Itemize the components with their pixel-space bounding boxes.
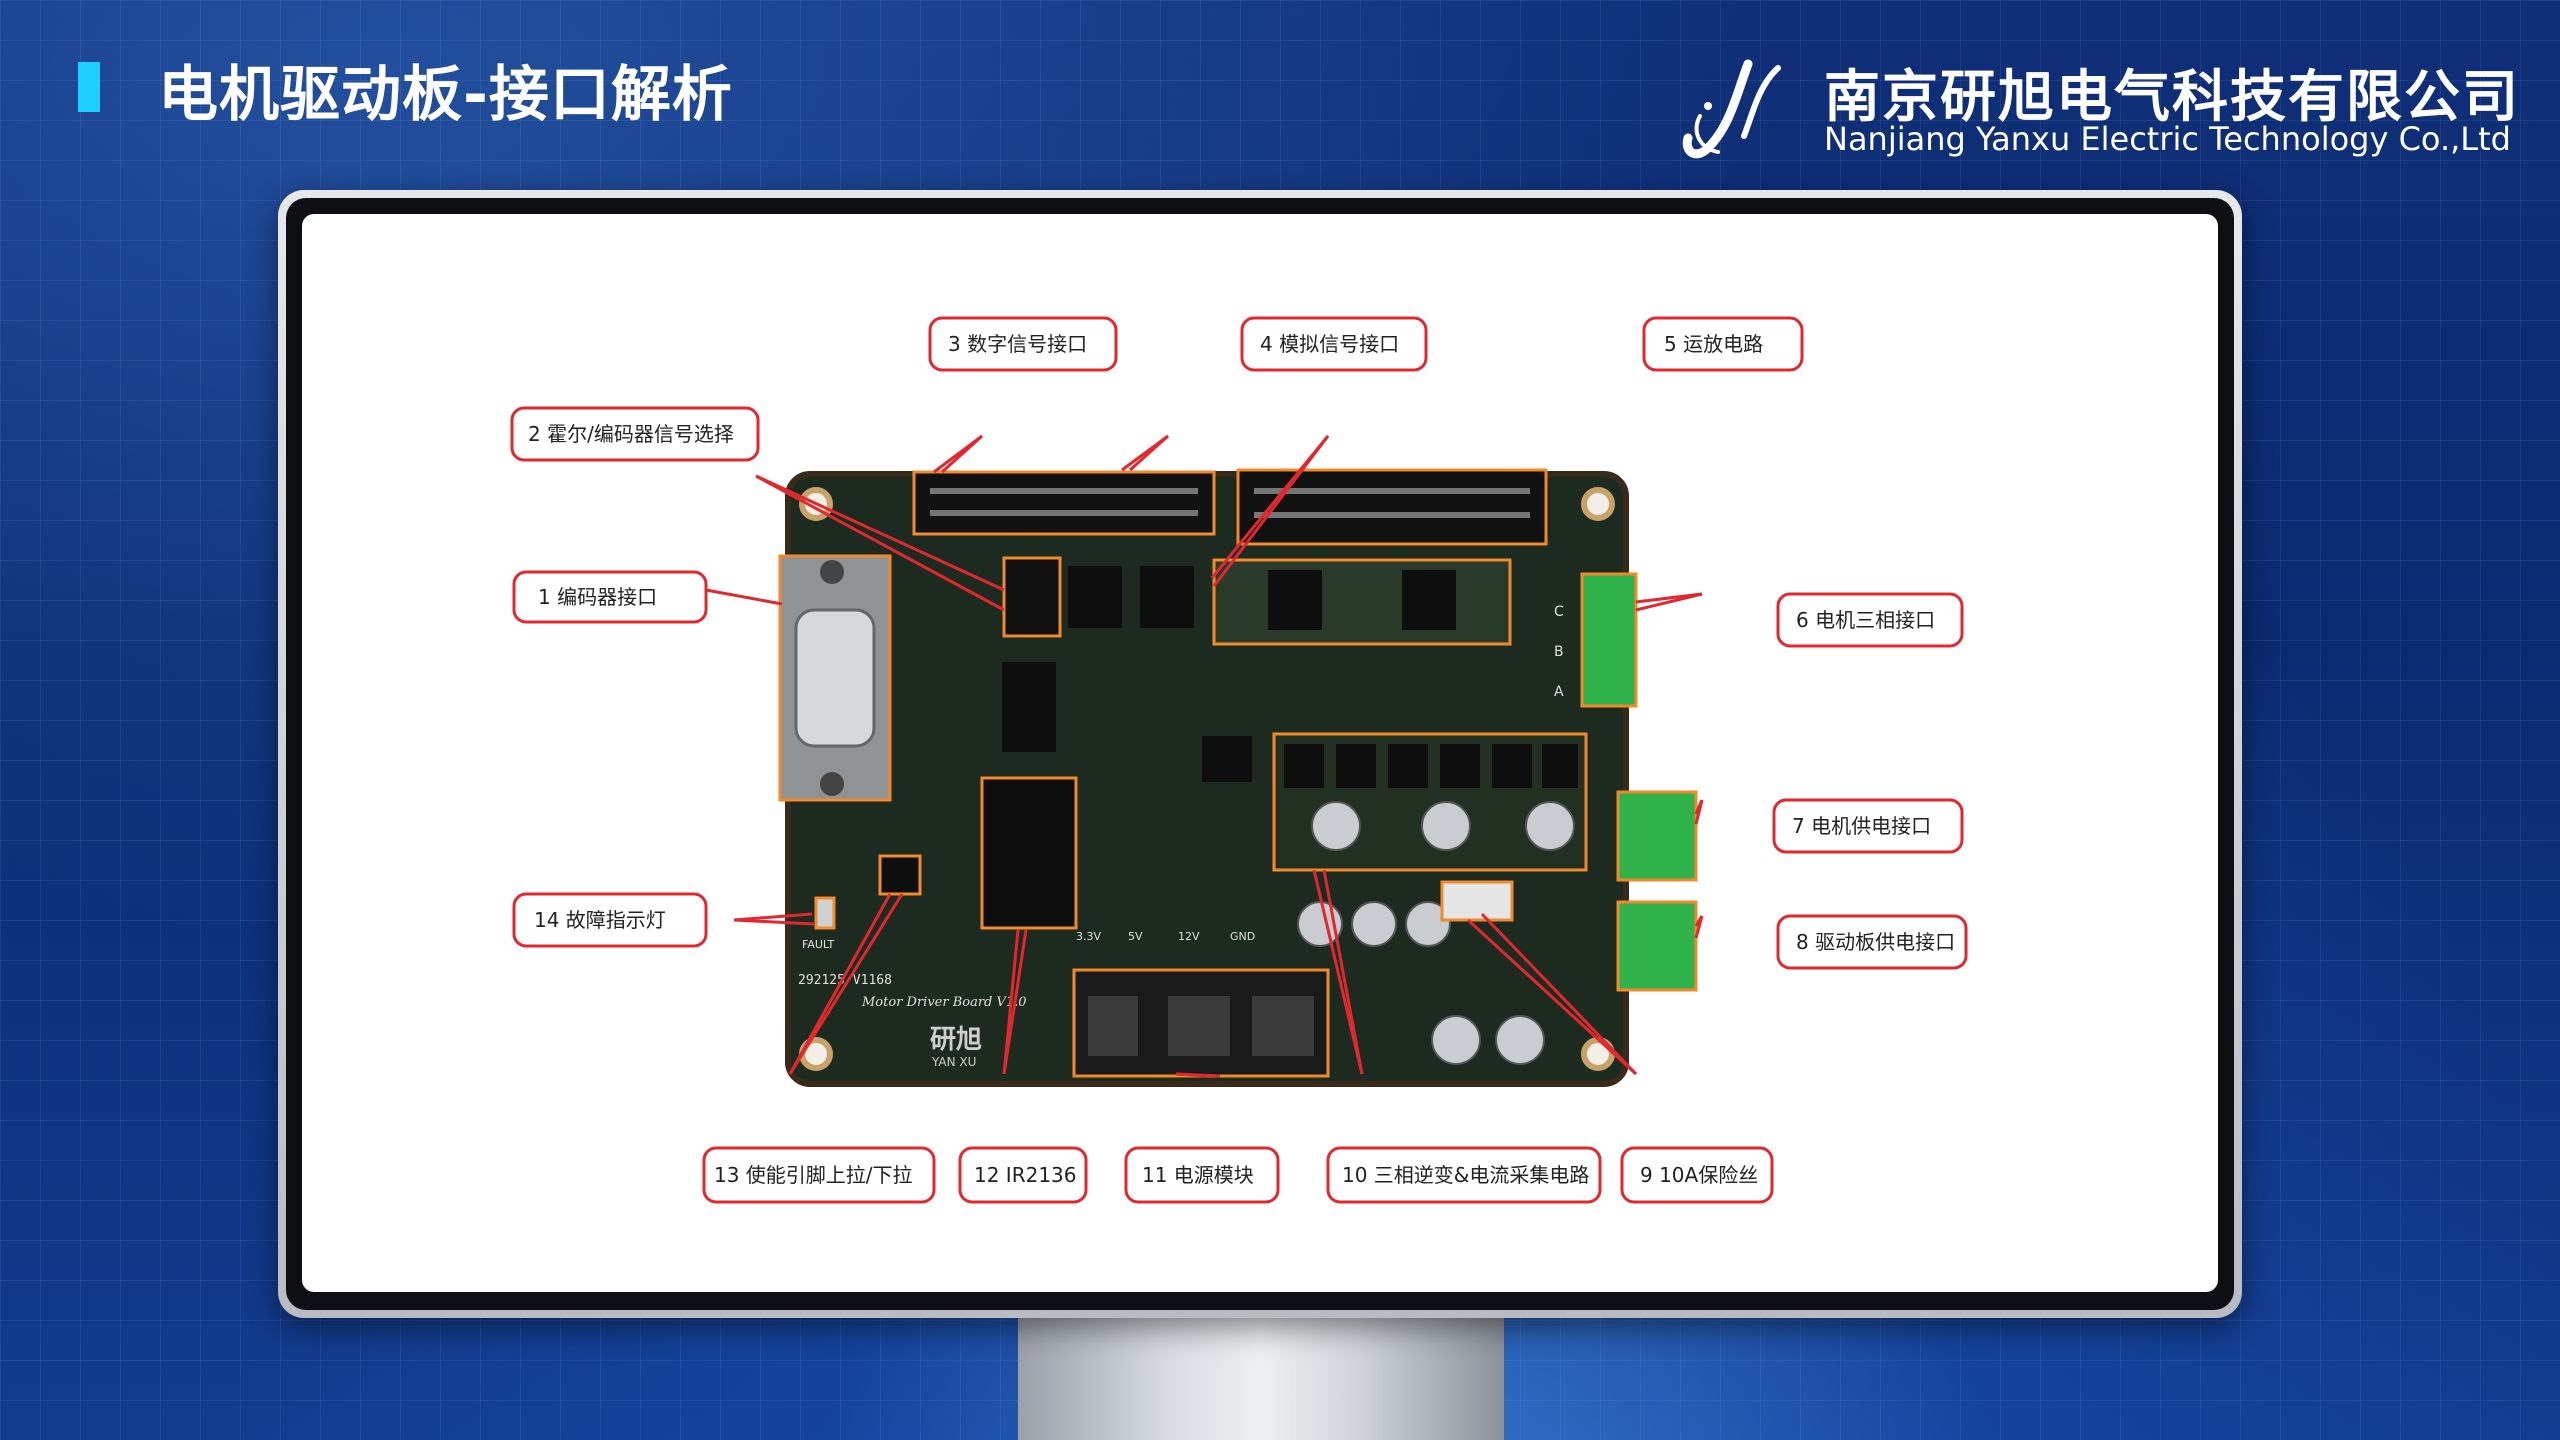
regulators [1088, 996, 1314, 1056]
callout-5: 5 运放电路 [1642, 316, 1804, 372]
svg-text:11 电源模块: 11 电源模块 [1142, 1163, 1254, 1187]
svg-text:1 编码器接口: 1 编码器接口 [538, 585, 657, 609]
callout-3: 3 数字信号接口 [928, 316, 1118, 372]
callout-11: 11 电源模块 [1124, 1146, 1280, 1204]
slide-title: 电机驱动板-接口解析 [158, 60, 733, 130]
fault-led [814, 896, 836, 930]
motor-power-terminal [1616, 790, 1698, 882]
title-accent-bar [78, 62, 100, 112]
company-logo-icon [1682, 59, 1781, 159]
phase-letter-b: B [1554, 644, 1564, 660]
callout-1: 1 编码器接口 [512, 570, 708, 624]
board-power-terminal [1616, 900, 1698, 992]
company-name-en: Nanjiang Yanxu Electric Technology Co.,L… [1824, 120, 2511, 158]
power-pin-5v: 5V [1128, 930, 1143, 943]
mosfets [1284, 744, 1578, 788]
callout-4: 4 模拟信号接口 [1240, 316, 1428, 372]
monitor-screen: C B A FAULT 3.3V 5V 12V GND 292125 V1168… [302, 214, 2218, 1292]
svg-text:10 三相逆变&电流采集电路: 10 三相逆变&电流采集电路 [1342, 1163, 1589, 1187]
ir2136-chip [980, 776, 1078, 930]
svg-text:12 IR2136: 12 IR2136 [974, 1163, 1077, 1187]
board-name: Motor Driver Board V1.0 [861, 995, 1027, 1010]
svg-text:7 电机供电接口: 7 电机供电接口 [1792, 814, 1931, 838]
power-pin-12v: 12V [1178, 930, 1200, 943]
svg-text:2 霍尔/编码器信号选择: 2 霍尔/编码器信号选择 [528, 422, 734, 446]
callout-6: 6 电机三相接口 [1776, 592, 1964, 648]
callout-13: 13 使能引脚上拉/下拉 [702, 1146, 936, 1204]
company-name-cn: 南京研旭电气科技有限公司 [1824, 65, 2520, 130]
hall-encoder-jumper [1002, 556, 1062, 638]
callout-2: 2 霍尔/编码器信号选择 [510, 406, 760, 462]
fuse-10a [1440, 880, 1514, 922]
mount-hole [1581, 487, 1615, 521]
callout-10: 10 三相逆变&电流采集电路 [1326, 1146, 1602, 1204]
opamp-chips [1268, 570, 1456, 630]
analog-header [1236, 468, 1548, 546]
callout-9: 9 10A保险丝 [1620, 1146, 1774, 1204]
board-diagram: C B A FAULT 3.3V 5V 12V GND 292125 V1168… [510, 316, 1968, 1204]
motor-3phase-terminal [1580, 572, 1638, 708]
svg-text:3 数字信号接口: 3 数字信号接口 [948, 332, 1087, 356]
callout-7: 7 电机供电接口 [1772, 798, 1964, 854]
callout-12: 12 IR2136 [958, 1146, 1088, 1204]
opamp-area [1212, 558, 1512, 646]
db15-shell [794, 608, 876, 748]
db15-screw [820, 772, 844, 796]
svg-text:6 电机三相接口: 6 电机三相接口 [1796, 608, 1935, 632]
board-brand-cn: 研旭 [930, 1025, 982, 1055]
callout-8: 8 驱动板供电接口 [1776, 914, 1968, 970]
fault-silkscreen: FAULT [802, 938, 835, 951]
leader-lines [705, 434, 1704, 1078]
digital-header [912, 470, 1216, 536]
svg-text:13 使能引脚上拉/下拉: 13 使能引脚上拉/下拉 [714, 1163, 913, 1187]
db15-screw [820, 560, 844, 584]
svg-text:4 模拟信号接口: 4 模拟信号接口 [1260, 332, 1399, 356]
monitor-stand [1018, 1310, 1504, 1440]
logic-chips [1002, 566, 1252, 782]
board-code: 292125 V1168 [798, 973, 892, 988]
callout-14: 14 故障指示灯 [512, 892, 708, 948]
svg-text:8 驱动板供电接口: 8 驱动板供电接口 [1796, 930, 1955, 954]
board-brand-en: YAN XU [931, 1055, 976, 1069]
enable-jumper [878, 854, 922, 896]
power-pin-gnd: GND [1230, 930, 1255, 943]
phase-letter-c: C [1554, 604, 1564, 620]
svg-text:9 10A保险丝: 9 10A保险丝 [1640, 1163, 1758, 1187]
power-pin-3v3: 3.3V [1076, 930, 1101, 943]
svg-text:5 运放电路: 5 运放电路 [1664, 332, 1763, 356]
svg-text:14 故障指示灯: 14 故障指示灯 [534, 908, 666, 932]
capacitors [1297, 801, 1575, 1065]
analog-header-pins [1254, 488, 1530, 518]
digital-header-pins [930, 488, 1198, 516]
phase-letter-a: A [1554, 684, 1564, 700]
